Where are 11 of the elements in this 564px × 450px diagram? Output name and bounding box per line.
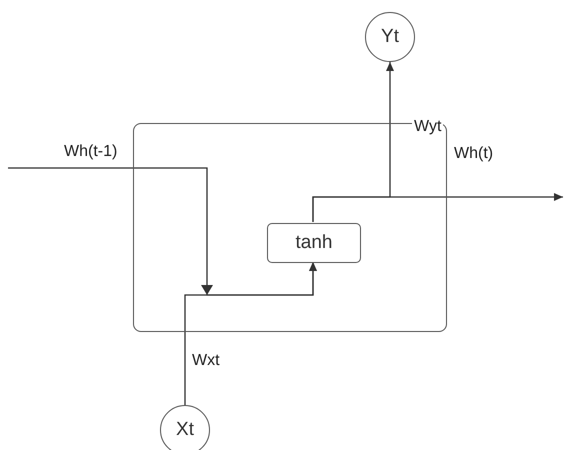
node-label: tanh	[296, 232, 332, 254]
activation-box	[267, 223, 361, 263]
state-circle	[365, 12, 415, 62]
node-label: Yt	[381, 26, 399, 48]
arrow	[312, 193, 563, 222]
edge-label: Wh(t-1)	[62, 143, 120, 161]
state-circle	[160, 405, 210, 450]
node-label: Xt	[176, 419, 194, 441]
edge-label: Wh(t)	[452, 145, 496, 163]
edge-label: Wyt	[412, 118, 444, 136]
arrow	[184, 262, 317, 405]
